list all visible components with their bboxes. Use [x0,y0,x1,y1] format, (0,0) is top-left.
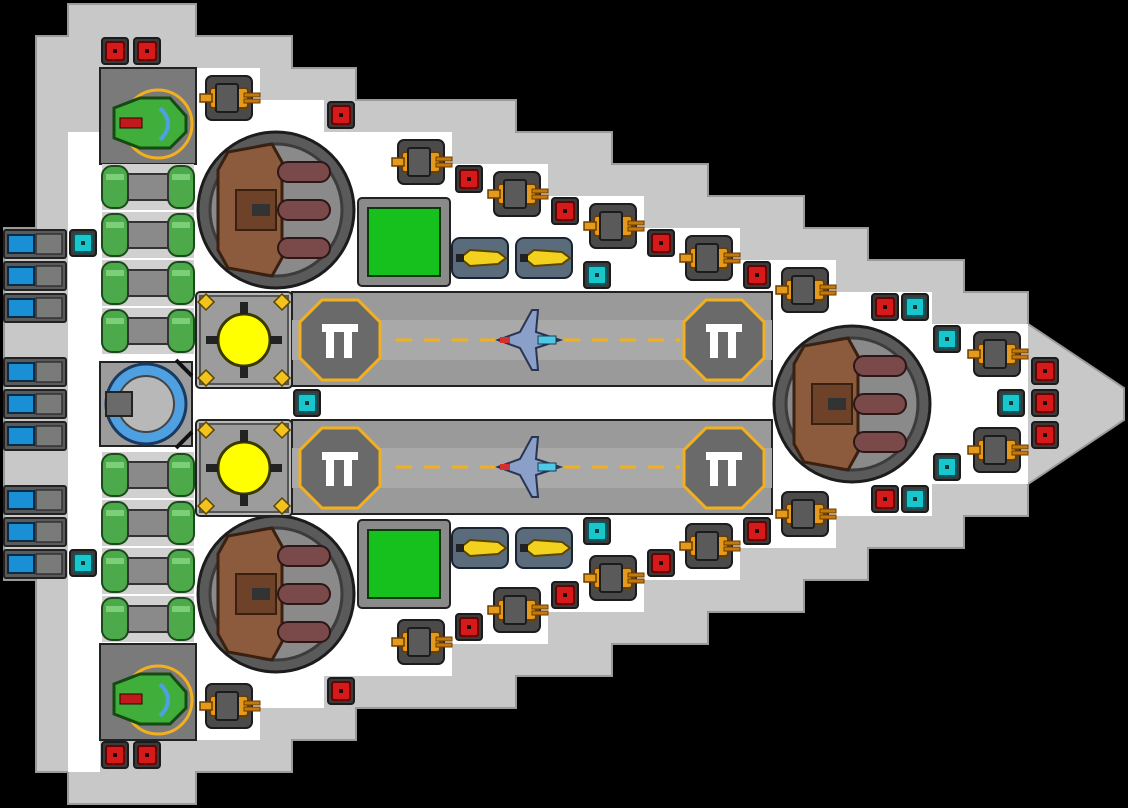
armor-block-icon [743,261,771,289]
armor-block-icon [871,485,899,513]
triple-barrel-turret-icon[interactable] [196,130,356,290]
shield-node-icon [69,229,97,257]
fuel-tank-icon [101,211,195,259]
reactor-core-icon[interactable] [194,290,294,390]
bridge-icon[interactable] [98,642,198,742]
triple-barrel-turret-icon[interactable] [772,324,932,484]
bridge-icon[interactable] [98,66,198,166]
landing-pad-left [298,426,382,510]
armor-block-icon [871,293,899,321]
armor-block-icon [455,613,483,641]
shield-node-icon [583,261,611,289]
armor-block-icon [101,741,129,769]
shield-node-icon [901,293,929,321]
thruster-icon [3,421,67,451]
fuel-tank-icon [101,451,195,499]
missile-launcher-icon[interactable] [515,237,573,279]
hangar-lower[interactable] [291,419,773,515]
missile-launcher-icon[interactable] [451,527,509,569]
landing-pad-left [298,298,382,382]
armor-block-icon [551,581,579,609]
fuel-tank-icon [101,259,195,307]
armor-block-icon [133,741,161,769]
cannon-turret-icon[interactable] [775,491,837,537]
armor-block-icon [1031,421,1059,449]
cannon-turret-icon[interactable] [967,427,1029,473]
fuel-tank-icon [101,499,195,547]
reactor-core-icon[interactable] [194,418,294,518]
cannon-turret-icon[interactable] [967,331,1029,377]
shield-node-icon [901,485,929,513]
cannon-turret-icon[interactable] [391,619,453,665]
cannon-turret-icon[interactable] [487,171,549,217]
shield-node-icon [583,517,611,545]
missile-launcher-icon[interactable] [451,237,509,279]
armor-block-icon [743,517,771,545]
shield-node-icon [293,389,321,417]
fuel-tank-icon [101,547,195,595]
armor-block-icon [101,37,129,65]
cannon-turret-icon[interactable] [679,235,741,281]
cannon-turret-icon[interactable] [583,203,645,249]
fuel-tank-icon [101,163,195,211]
landing-pad-icon[interactable] [357,197,451,287]
armor-block-icon [1031,357,1059,385]
triple-barrel-turret-icon[interactable] [196,514,356,674]
thruster-icon [3,549,67,579]
landing-pad-right [682,298,766,382]
armor-block-icon [647,229,675,257]
fuel-tank-icon [101,307,195,355]
thruster-icon [3,357,67,387]
armor-block-icon [327,677,355,705]
cannon-turret-icon[interactable] [391,139,453,185]
missile-launcher-icon[interactable] [515,527,573,569]
armor-block-icon [133,37,161,65]
cannon-turret-icon[interactable] [199,683,261,729]
thruster-icon [3,389,67,419]
shield-generator-icon[interactable] [99,358,194,450]
armor-block-icon [455,165,483,193]
shield-node-icon [933,325,961,353]
armor-block-icon [327,101,355,129]
shield-node-icon [933,453,961,481]
cannon-turret-icon[interactable] [679,523,741,569]
shield-node-icon [69,549,97,577]
thruster-icon [3,517,67,547]
cannon-turret-icon[interactable] [199,75,261,121]
landing-pad-icon[interactable] [357,519,451,609]
thruster-icon [3,293,67,323]
armor-block-icon [1031,389,1059,417]
armor-block-icon [551,197,579,225]
armor-block-icon [647,549,675,577]
hangar-upper[interactable] [291,291,773,387]
thruster-icon [3,485,67,515]
cannon-turret-icon[interactable] [583,555,645,601]
landing-pad-right [682,426,766,510]
cannon-turret-icon[interactable] [487,587,549,633]
thruster-icon [3,229,67,259]
fuel-tank-icon [101,595,195,643]
shield-node-icon [997,389,1025,417]
thruster-icon [3,261,67,291]
cannon-turret-icon[interactable] [775,267,837,313]
